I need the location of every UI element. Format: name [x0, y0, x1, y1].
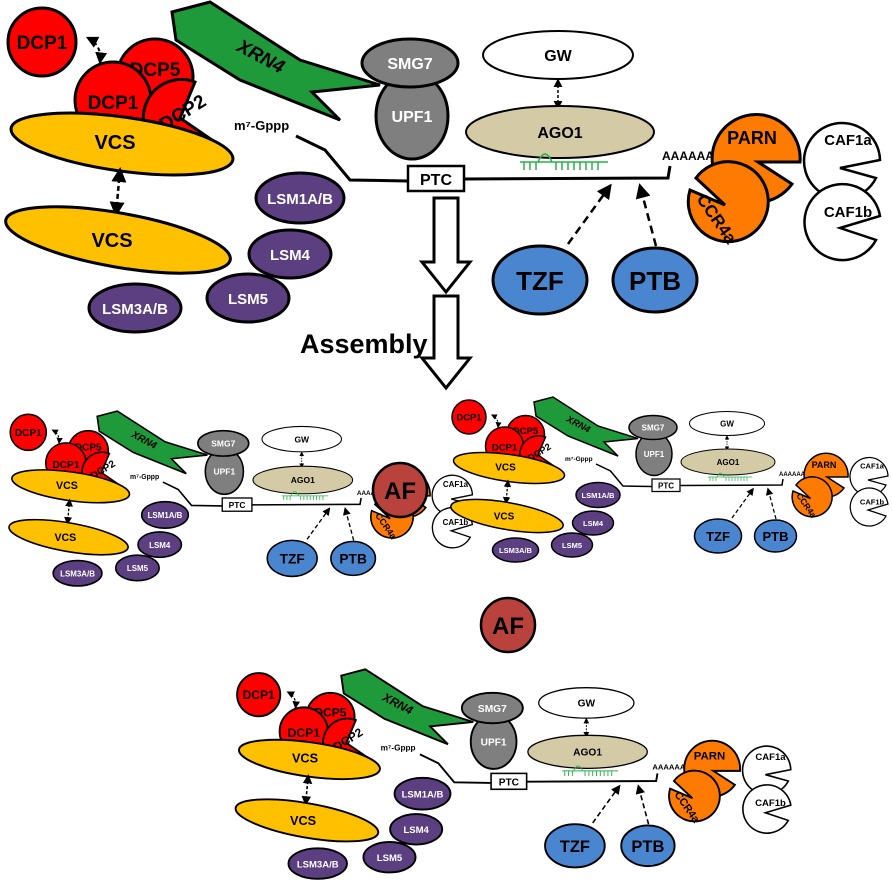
af-circle-1: AF — [371, 461, 429, 519]
af-circle-2: AF — [479, 596, 537, 654]
svg-text:AF: AF — [384, 478, 416, 505]
complex-right — [449, 397, 888, 562]
assembly-label: Assembly — [300, 329, 428, 359]
assembly-arrow — [418, 196, 474, 391]
svg-text:AF: AF — [492, 613, 524, 640]
complex-bottom — [233, 669, 791, 879]
